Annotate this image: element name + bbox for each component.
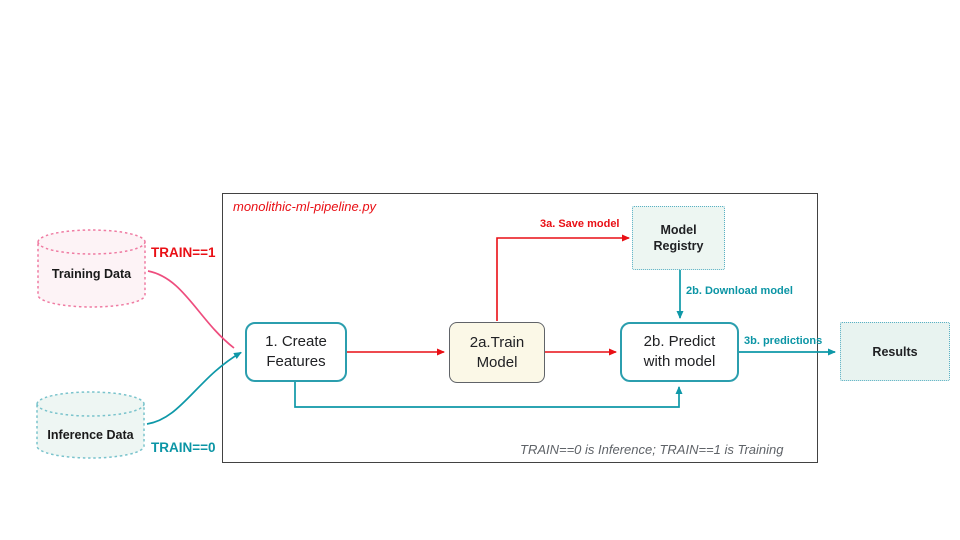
training-data-label: Training Data [51,267,132,281]
pipeline-caption: TRAIN==0 is Inference; TRAIN==1 is Train… [520,442,784,457]
create-features-node: 1. Create Features [245,322,347,382]
save-model-edge-label: 3a. Save model [540,218,620,230]
pipeline-title: monolithic-ml-pipeline.py [233,199,377,214]
train-eq-0-label: TRAIN==0 [151,440,216,455]
inference-data-cylinder [36,391,145,459]
predictions-edge-label: 3b. predictions [744,335,823,347]
download-model-edge-label: 2b. Download model [686,285,793,297]
inference-data-label: Inference Data [47,428,134,442]
train-eq-1-label: TRAIN==1 [151,245,216,260]
model-registry-node: Model Registry [632,206,725,270]
results-node: Results [840,322,950,381]
predict-with-model-node: 2b. Predict with model [620,322,739,382]
train-model-node: 2a.Train Model [449,322,545,383]
